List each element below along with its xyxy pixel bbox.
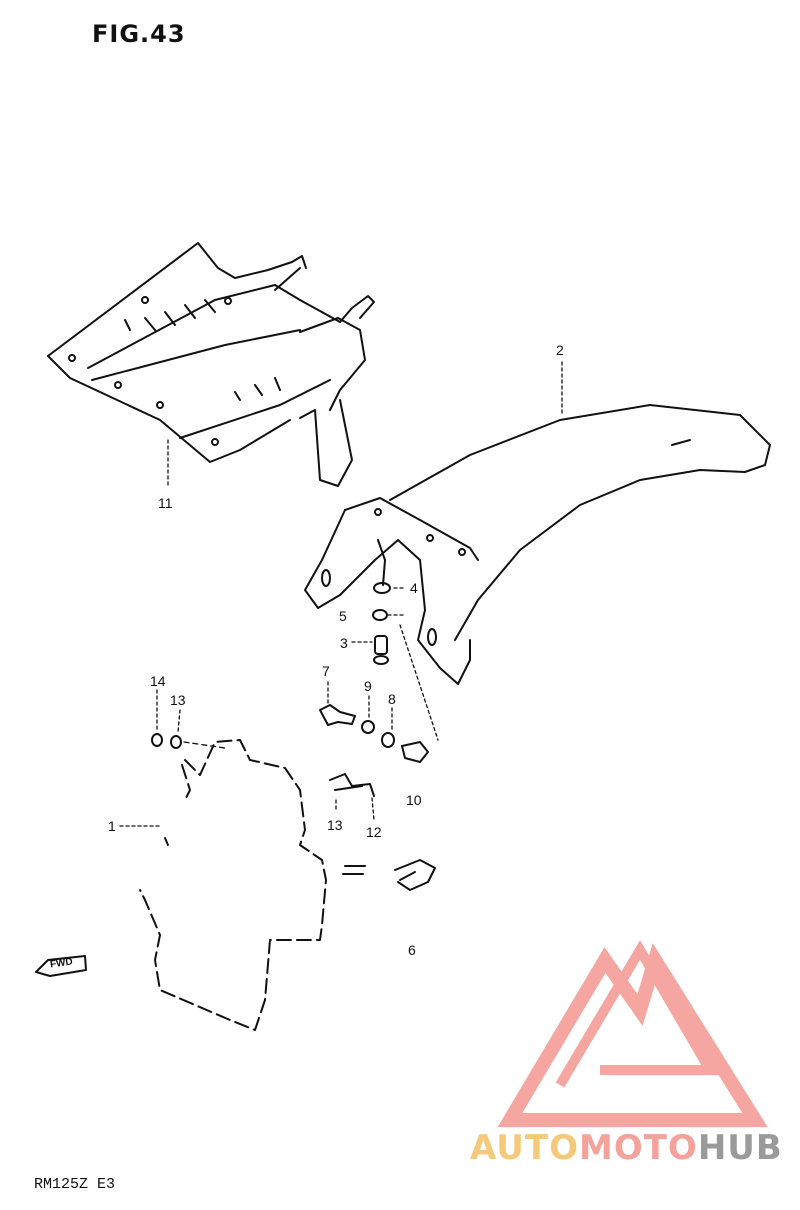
watermark-hub: HUB [697,1128,783,1168]
part-1-mud-flap [139,739,327,1031]
model-code: RM125Z E3 [34,1176,116,1193]
callout-9: 9 [364,678,372,694]
watermark-logo-icon [497,940,768,1127]
callout-7: 7 [322,663,330,679]
callout-13-upper: 13 [170,692,186,708]
part-11-bracket [47,242,375,487]
part-6-12-clamp-clip [329,773,436,891]
callout-6: 6 [408,942,416,958]
callout-13-lower: 13 [327,817,343,833]
forward-arrow-icon [35,955,87,977]
callout-2: 2 [556,342,564,358]
parts-3-4-5-hardware [351,582,407,665]
callout-14: 14 [150,673,166,689]
part-2-rear-fender [304,361,771,741]
parts-13-14-washers [151,689,226,749]
watermark: AUTOMOTOHUB [470,950,800,1170]
callout-5: 5 [339,608,347,624]
callout-12: 12 [366,824,382,840]
parts-7-8-9-10-bolt-set [319,681,429,763]
callout-3: 3 [340,635,348,651]
watermark-moto: MOTO [578,1128,698,1168]
callout-10: 10 [406,792,422,808]
callout-1: 1 [108,818,116,834]
callout-4: 4 [410,580,418,596]
watermark-auto: AUTO [470,1128,579,1168]
callout-8: 8 [388,691,396,707]
fig-title: FIG.43 [92,20,186,48]
watermark-text: AUTOMOTOHUB [470,1128,783,1168]
callout-11: 11 [158,495,173,511]
